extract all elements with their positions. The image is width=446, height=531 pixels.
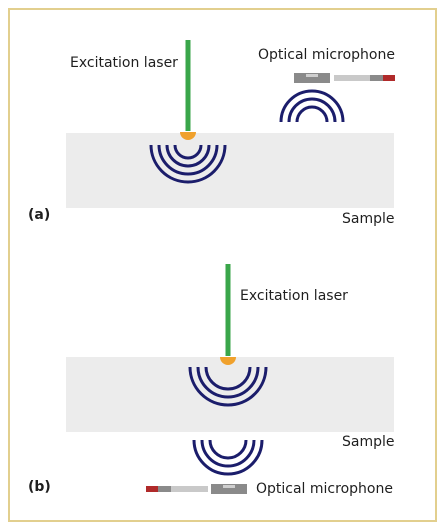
optical-microphone-icon-a (294, 73, 395, 83)
acoustic-wave-in-air-a (279, 89, 345, 123)
optical-microphone-icon-b (146, 484, 247, 494)
acoustic-wave-in-sample-b (188, 366, 268, 407)
sample-block-b (66, 357, 394, 432)
excitation-laser-label-a: Excitation laser (70, 55, 178, 71)
excitation-laser-label-b: Excitation laser (240, 288, 348, 304)
panel-tag-a: (a) (28, 207, 51, 223)
figure-frame (8, 8, 437, 522)
optical-microphone-label-b: Optical microphone (256, 481, 393, 497)
acoustic-wave-below-sample-b (192, 439, 264, 476)
heat-spot-b (220, 357, 236, 365)
optical-microphone-label-a: Optical microphone (258, 47, 395, 63)
heat-spot-a (180, 132, 196, 140)
acoustic-wave-in-sample-a (149, 144, 227, 184)
sample-label-b: Sample (342, 434, 395, 450)
sample-block-a (66, 133, 394, 208)
sample-label-a: Sample (342, 211, 395, 227)
panel-tag-b: (b) (28, 479, 51, 495)
